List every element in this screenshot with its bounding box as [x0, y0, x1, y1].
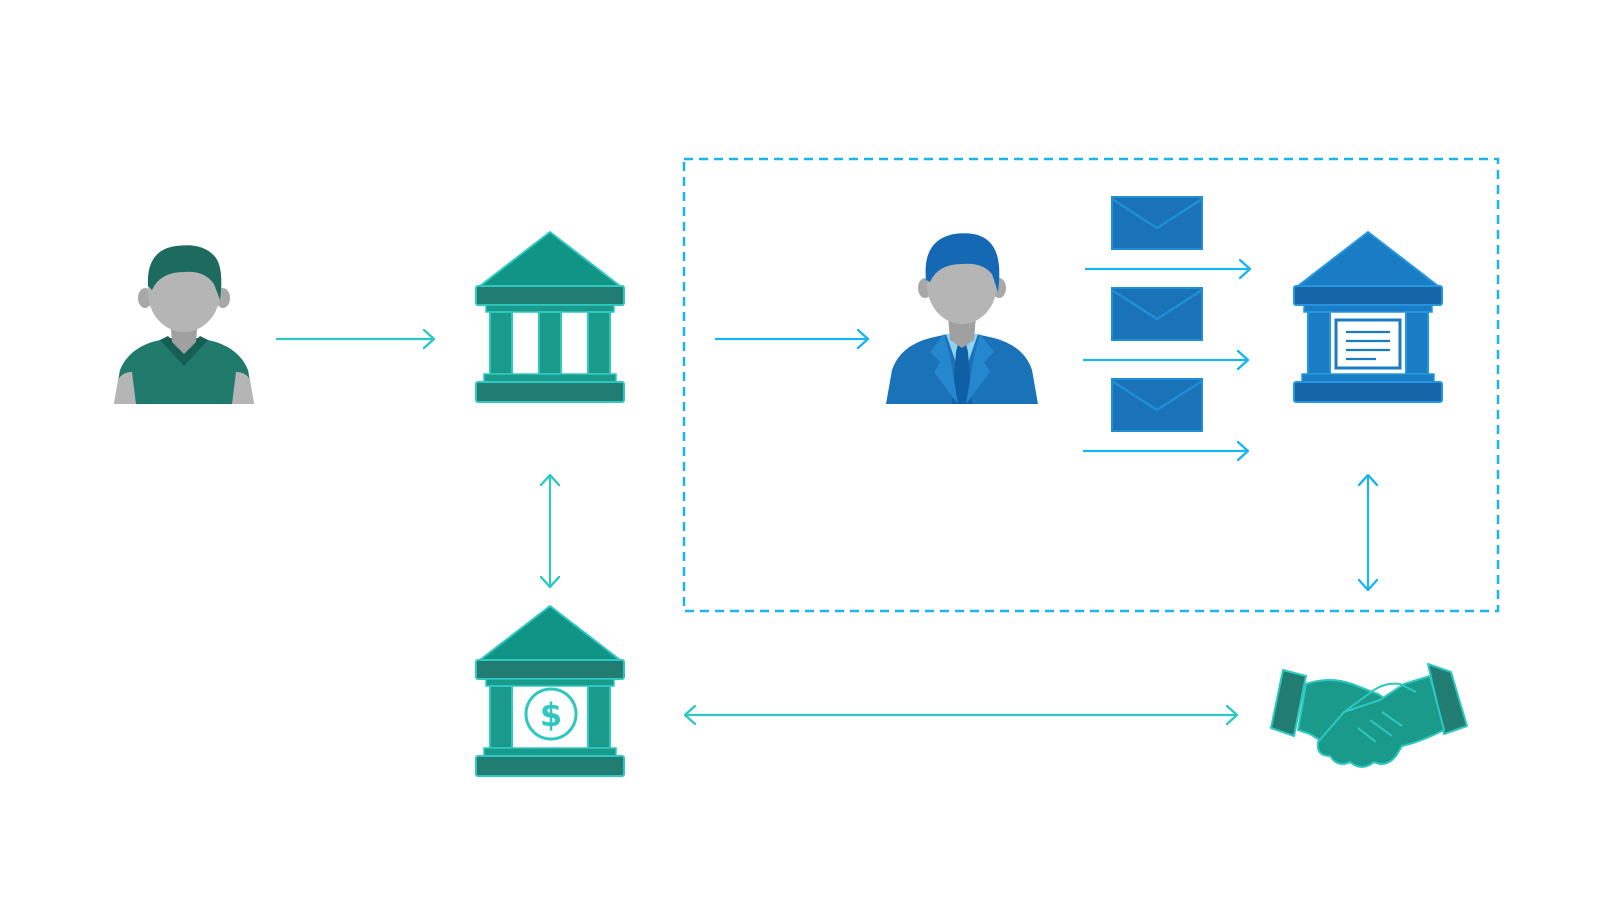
- bank-dollar-icon: $: [475, 605, 625, 777]
- group-boundary: [682, 157, 1500, 613]
- envelope-icon: [1111, 196, 1203, 250]
- handshake-icon: [1270, 663, 1468, 768]
- businessman-icon: [886, 233, 1038, 404]
- envelope-icon: [1111, 378, 1203, 432]
- bank-building-icon: [475, 231, 625, 403]
- bank-document-icon: [1293, 231, 1443, 403]
- svg-text:$: $: [540, 696, 562, 734]
- envelope-icon: [1111, 287, 1203, 341]
- customer-person-icon: [114, 245, 254, 404]
